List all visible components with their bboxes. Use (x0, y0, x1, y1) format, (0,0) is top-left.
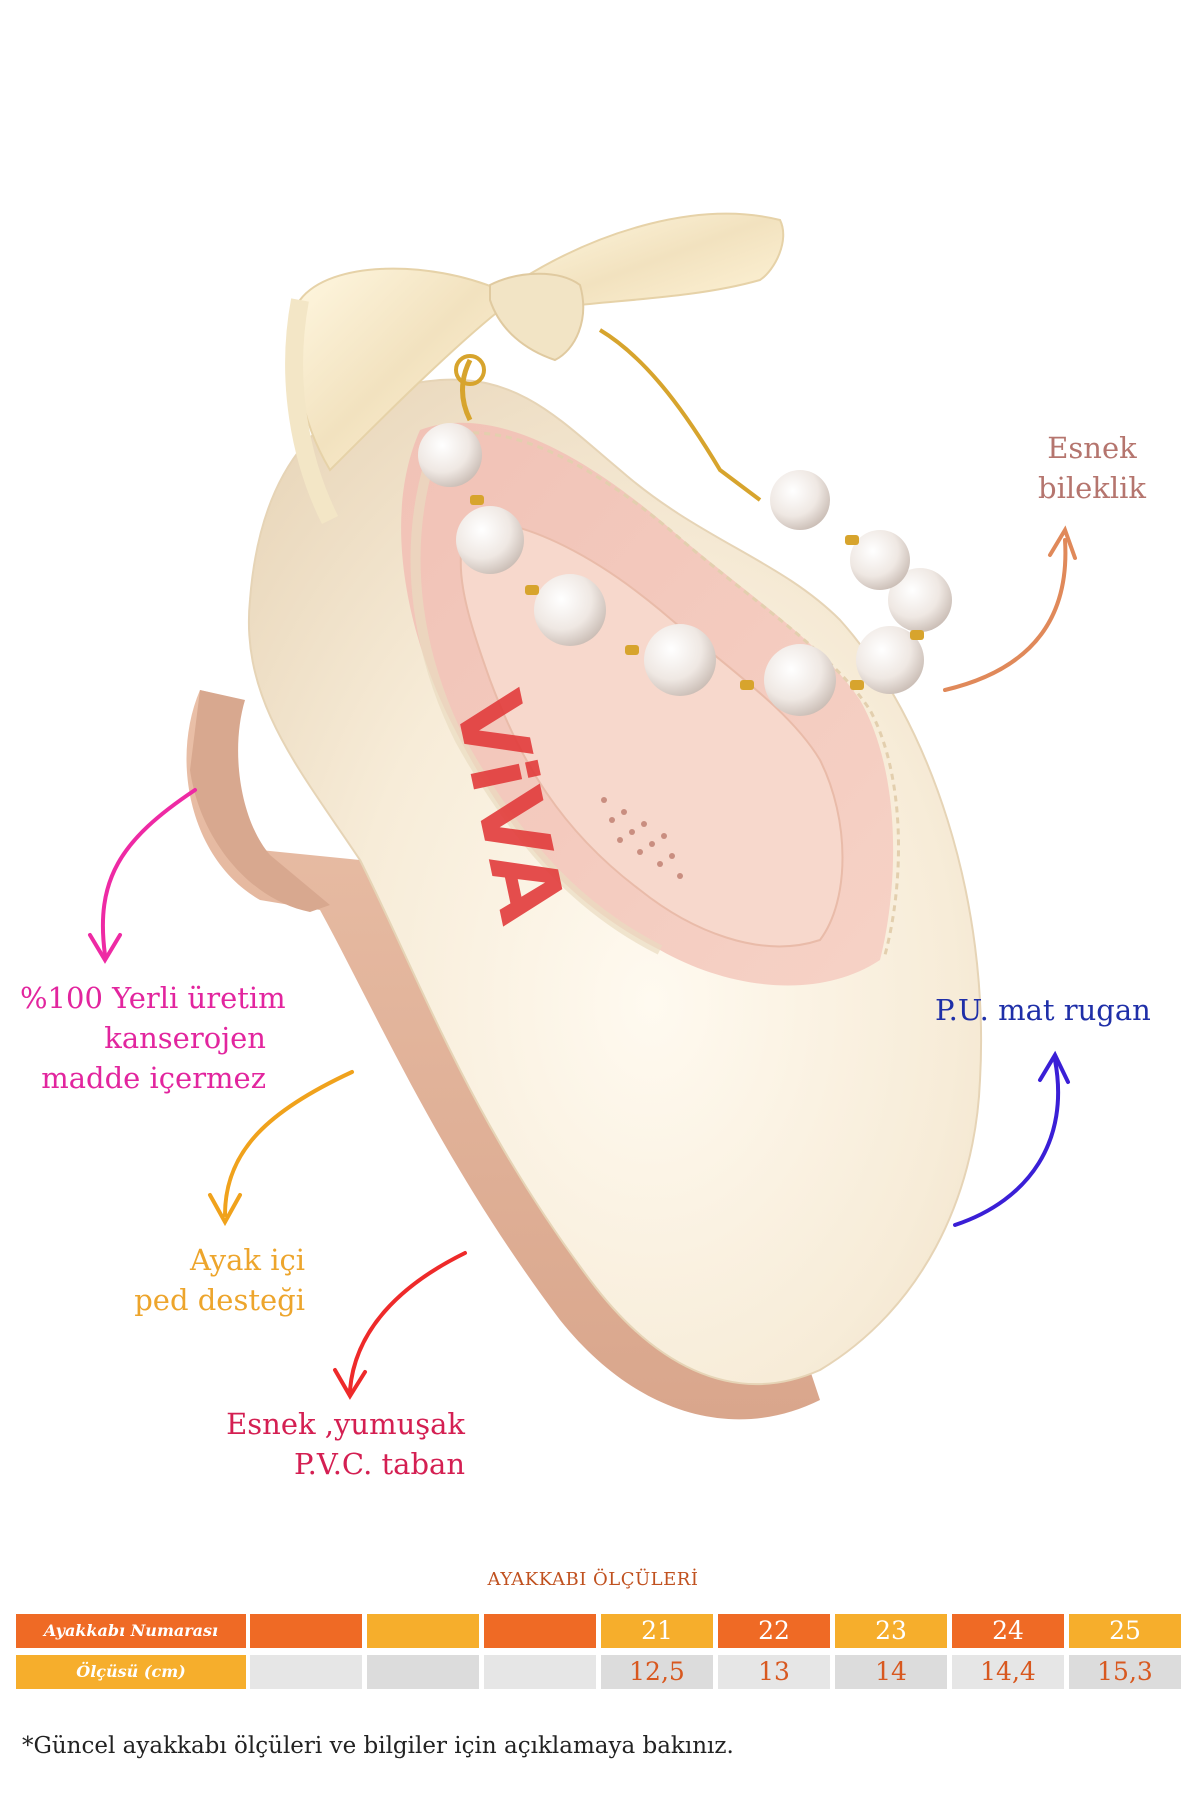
size-cell (250, 1614, 362, 1648)
size-table-title: AYAKKABI ÖLÇÜLERİ (487, 1569, 699, 1590)
measure-cell: 12,5 (601, 1655, 713, 1689)
arrow-insole (208, 1070, 354, 1227)
arrow-production (88, 788, 197, 964)
callout-insole-line-2: ped desteği (134, 1283, 305, 1317)
callout-sole: Esnek ,yumuşak P.V.C. taban (200, 1404, 465, 1484)
callout-production: %100 Yerli üretim kanserojen madde içerm… (20, 978, 286, 1098)
callout-bracelet-line-2: bileklik (1038, 471, 1146, 505)
measure-cell: 13 (718, 1655, 830, 1689)
callout-material-line-1: P.U. mat rugan (935, 993, 1151, 1027)
size-cell (367, 1614, 479, 1648)
bow-knot (489, 272, 585, 362)
callout-production-line-1: %100 Yerli üretim (20, 981, 286, 1015)
callout-sole-line-1: Esnek ,yumuşak (226, 1407, 465, 1441)
size-cell: 24 (952, 1614, 1064, 1648)
sole (186, 690, 820, 1420)
measure-cell: 14,4 (952, 1655, 1064, 1689)
measure-cell (484, 1655, 596, 1689)
callout-insole-line-1: Ayak içi (189, 1243, 305, 1277)
measure-cell (367, 1655, 479, 1689)
callout-bracelet: Esnek bileklik (1038, 428, 1146, 508)
size-cell: 21 (601, 1614, 713, 1648)
size-cell: 25 (1069, 1614, 1181, 1648)
measure-cell: 15,3 (1069, 1655, 1181, 1689)
measure-row-label: Ölçüsü (cm) (16, 1655, 246, 1689)
callout-bracelet-line-1: Esnek (1047, 431, 1137, 465)
heel-block (190, 690, 330, 912)
size-cell (484, 1614, 596, 1648)
measure-cell: 14 (835, 1655, 947, 1689)
callout-production-line-3: madde içermez (41, 1061, 266, 1095)
size-row-label: Ayakkabı Numarası (16, 1614, 246, 1648)
callout-sole-line-2: P.V.C. taban (293, 1447, 465, 1481)
size-cell: 22 (718, 1614, 830, 1648)
bow-right (518, 212, 785, 312)
shoe-illustration: ViVA (88, 212, 1077, 1420)
footnote: *Güncel ayakkabı ölçüleri ve bilgiler iç… (22, 1733, 734, 1759)
pearl-bracelet (418, 423, 952, 716)
arrow-sole (333, 1251, 467, 1400)
callout-material: P.U. mat rugan (935, 990, 1151, 1030)
arrow-material (953, 1050, 1070, 1227)
arrow-bracelet (943, 525, 1077, 692)
callout-insole: Ayak içi ped desteği (100, 1240, 305, 1320)
callout-production-line-2: kanserojen (104, 1021, 266, 1055)
measure-cell (250, 1655, 362, 1689)
size-cell: 23 (835, 1614, 947, 1648)
